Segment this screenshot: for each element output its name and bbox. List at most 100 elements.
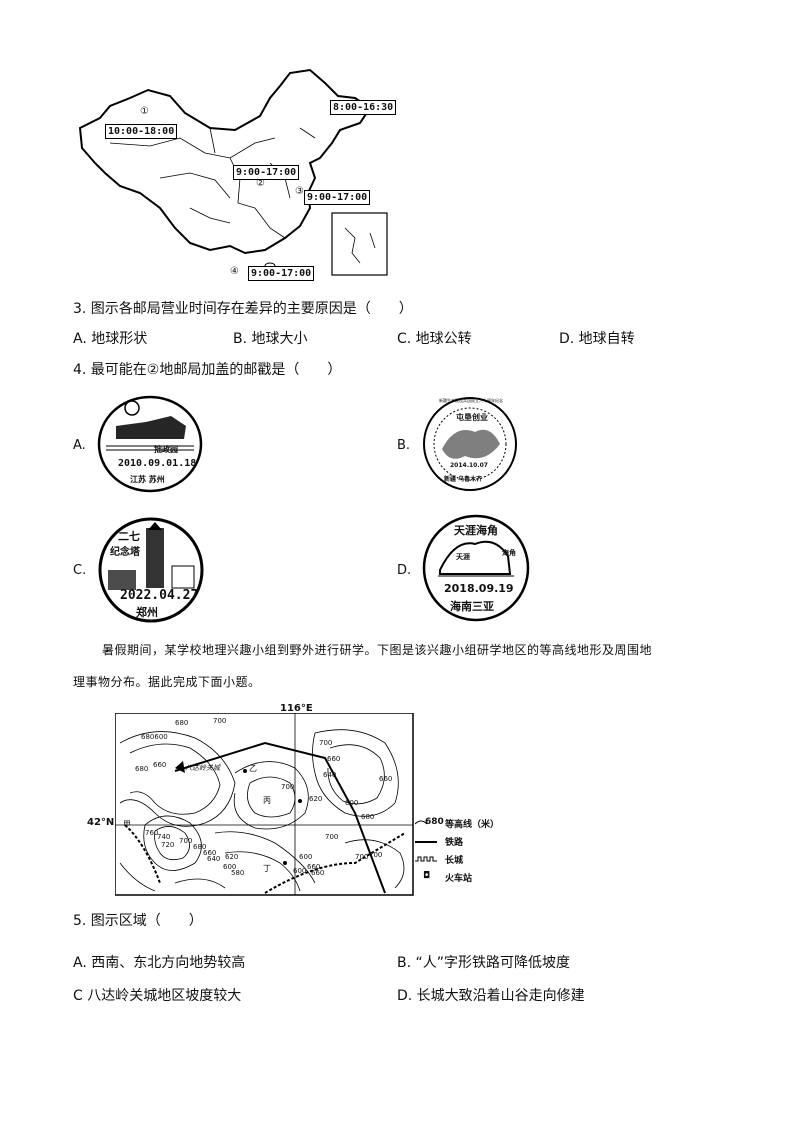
time-box-south: 9:00-17:00 (248, 266, 315, 281)
stamp-c[interactable]: 二七 纪念塔 2022.04.27 郑州 (96, 516, 206, 624)
legend-railway-label: 铁路 (445, 838, 464, 848)
contour-value: 660 (307, 863, 321, 871)
intro-line-2: 理事物分布。据此完成下面小题。 (73, 675, 261, 689)
question-5-stem: 5. 图示区域（ ） (73, 913, 203, 929)
contour-value: 600 (345, 799, 359, 807)
contour-value: 740 (157, 833, 171, 841)
stamp-b-title: 屯垦创业 (456, 413, 488, 422)
contour-value: 720 (161, 841, 175, 849)
stamp-d-title: 天涯海角 (454, 524, 498, 537)
stamp-d-sub2: 海角 (502, 549, 516, 557)
legend-contour-label: 等高线（米） (445, 820, 500, 830)
stamp-a-graphic (97, 395, 203, 493)
stamp-d-sub1: 天涯 (456, 553, 470, 561)
q3-option-a[interactable]: A. 地球形状 (73, 331, 148, 347)
stamp-d-place: 海南三亚 (450, 600, 494, 613)
contour-value: 620 (225, 853, 239, 861)
stamp-b-date: 2014.10.07 (450, 462, 488, 469)
question-3-stem: 3. 图示各邮局营业时间存在差异的主要原因是（ ） (73, 301, 413, 317)
q3-option-c[interactable]: C. 地球公转 (397, 331, 472, 347)
contour-map-figure: 116°E 42°N 八达岭关城 甲 乙 丙 丁 680 700 680600 … (87, 703, 500, 898)
place-jia: 甲 (123, 820, 131, 829)
stamp-a-date: 2010.09.01.18 (118, 458, 197, 469)
stamp-b-arc-text: 新疆生产建设兵团成立六十周年纪念 (439, 398, 503, 403)
contour-value: 680 (175, 719, 189, 727)
stamp-a-name: 拙政园 (154, 445, 178, 454)
contour-value: 640 (323, 771, 337, 779)
place-ding: 丁 (263, 864, 271, 873)
contour-value: 620 (309, 795, 323, 803)
contour-value: 600 (223, 863, 237, 871)
legend-contour: 680 等高线（米） (415, 815, 500, 833)
legend-contour-value: 680 (425, 817, 444, 827)
stamp-c-graphic (98, 517, 204, 623)
latitude-label: 42°N (87, 817, 115, 828)
legend-station-label: 火车站 (445, 874, 473, 884)
legend-greatwall-label: 长城 (445, 856, 464, 866)
contour-value: 700 (179, 837, 193, 845)
contour-value: 660 (153, 761, 167, 769)
marker-2: ② (256, 178, 265, 189)
longitude-label: 116°E (280, 703, 313, 714)
contour-value: 680600 (141, 733, 168, 741)
stamp-b[interactable]: 新疆生产建设兵团成立六十周年纪念 屯垦创业 2014.10.07 新疆 乌鲁木齐 (420, 394, 520, 494)
station-icon: ◘ (423, 871, 431, 881)
marker-1: ① (140, 106, 149, 117)
q5-option-d[interactable]: D. 长城大致沿着山谷走向修建 (397, 988, 585, 1004)
contour-value: 660 (311, 869, 325, 877)
legend-greatwall: 长城 (415, 851, 495, 869)
contour-value: 700 (325, 833, 339, 841)
stamp-d-graphic (422, 514, 530, 622)
time-box-northeast: 8:00-16:30 (330, 100, 397, 115)
china-map-figure: ① ② ③ ④ 8:00-16:30 10:00-18:00 9:00-17:0… (70, 68, 400, 283)
contour-value: 700 (355, 853, 369, 861)
stamp-c-title2: 纪念塔 (110, 547, 140, 558)
contour-value: 700 (281, 783, 295, 791)
contour-value: 680 (193, 843, 207, 851)
contour-value: 700 (369, 851, 383, 859)
time-box-west: 10:00-18:00 (105, 124, 178, 139)
contour-value: 600 (293, 867, 307, 875)
contour-value: 640 (207, 855, 221, 863)
stamp-c-title1: 二七 (118, 530, 140, 543)
q5-option-a[interactable]: A. 西南、东北方向地势较高 (73, 955, 246, 971)
contour-value: 660 (379, 775, 393, 783)
q4-option-d-label[interactable]: D. (397, 563, 412, 578)
stamp-c-date: 2022.04.27 (120, 588, 199, 603)
stamp-a[interactable]: 拙政园 2010.09.01.18 江苏 苏州 (96, 394, 204, 494)
q5-option-c[interactable]: C 八达岭关城地区坡度较大 (73, 988, 242, 1004)
marker-4: ④ (230, 266, 239, 277)
intro-line-1: 暑假期间，某学校地理兴趣小组到野外进行研学。下图是该兴趣小组研学地区的等高线地形… (102, 643, 653, 657)
q5-option-b[interactable]: B. “人”字形铁路可降低坡度 (397, 955, 571, 971)
contour-value: 700 (319, 739, 333, 747)
map-legend: 680 等高线（米） 铁路 长城 ◘ 火车站 (415, 815, 500, 887)
time-box-east: 9:00-17:00 (304, 190, 371, 205)
q4-option-b-label[interactable]: B. (397, 438, 411, 453)
stamp-c-place: 郑州 (136, 606, 158, 619)
marker-3: ③ (295, 186, 304, 197)
pass-label: 八达岭关城 (185, 764, 220, 772)
contour-value: 700 (213, 717, 227, 725)
contour-map-graphic (115, 713, 414, 896)
contour-value: 580 (231, 869, 245, 877)
place-bing: 丙 (263, 796, 271, 805)
stamp-a-place: 江苏 苏州 (130, 475, 165, 484)
q4-option-c-label[interactable]: C. (73, 563, 87, 578)
contour-value: 600 (299, 853, 313, 861)
contour-value: 660 (203, 849, 217, 857)
china-outline (78, 68, 388, 276)
stamp-d-date: 2018.09.19 (444, 582, 514, 595)
time-box-center: 9:00-17:00 (233, 165, 300, 180)
contour-value: 760 (145, 829, 159, 837)
q3-option-b[interactable]: B. 地球大小 (233, 331, 308, 347)
legend-railway: 铁路 (415, 833, 495, 851)
q4-option-a-label[interactable]: A. (73, 438, 86, 453)
stamp-b-place: 新疆 乌鲁木齐 (444, 476, 483, 483)
contour-value: 680 (361, 813, 375, 821)
stamp-b-graphic (423, 397, 517, 491)
place-yi: 乙 (249, 764, 257, 773)
contour-value: 660 (327, 755, 341, 763)
question-4-stem: 4. 最可能在②地邮局加盖的邮戳是（ ） (73, 362, 342, 378)
stamp-d[interactable]: 天涯海角 天涯 海角 2018.09.19 海南三亚 (420, 514, 532, 622)
q3-option-d[interactable]: D. 地球自转 (559, 331, 635, 347)
